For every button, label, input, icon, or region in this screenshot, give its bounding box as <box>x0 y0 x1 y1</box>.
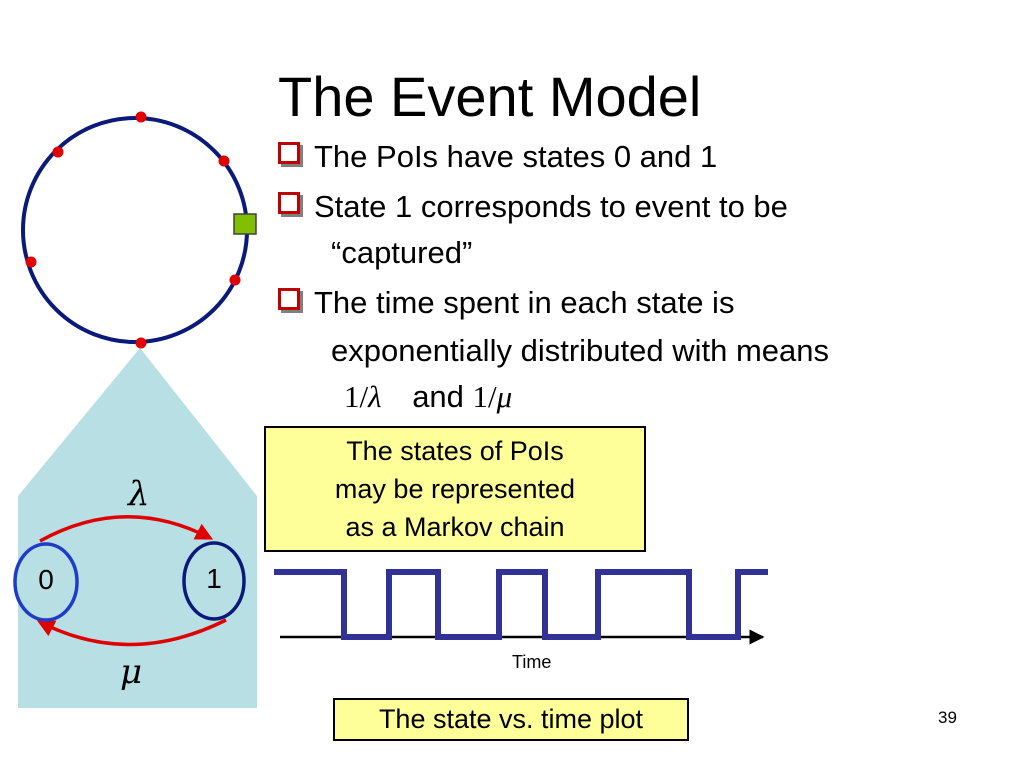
state-0-circle <box>13 542 79 622</box>
checkbox-bullet-icon <box>278 192 300 214</box>
poi-point <box>218 155 230 167</box>
means-line: 1/λ and 1/μ <box>344 374 512 420</box>
state-signal <box>274 569 768 640</box>
bullet-3-continuation: exponentially distributed with means <box>331 333 829 368</box>
slide-title: The Event Model <box>278 65 702 128</box>
mean-lambda: 1/λ <box>344 379 382 414</box>
callout-line: The states of PoIs <box>346 436 564 466</box>
poi-point <box>52 146 64 158</box>
checkbox-bullet-icon <box>278 142 300 164</box>
bullet-1: The PoIs have states 0 and 1 <box>278 134 717 180</box>
state-0-label: 0 <box>38 564 54 595</box>
transition-arrow-forward <box>39 515 214 543</box>
page-number: 39 <box>938 708 957 727</box>
state-1-circle <box>182 541 246 621</box>
markov-chain-background <box>18 348 257 708</box>
checkbox-bullet-icon <box>278 288 300 310</box>
poi-point <box>229 274 241 286</box>
sensor-square <box>233 213 257 235</box>
callout-line: may be represented <box>334 474 576 504</box>
bullet-3: The time spent in each state is <box>278 280 734 326</box>
rate-mu-label: μ <box>120 652 143 692</box>
plot-caption: The state vs. time plot <box>333 698 689 741</box>
rate-lambda-label: λ <box>128 474 150 514</box>
state-1-label: 1 <box>206 563 222 594</box>
poi-point <box>135 111 147 123</box>
bullet-1-text: The PoIs have states 0 and 1 <box>314 139 718 174</box>
means-connector: and <box>412 379 464 414</box>
bullet-2: State 1 corresponds to event to be <box>278 184 788 230</box>
poi-point <box>25 256 37 268</box>
transition-arrow-backward <box>36 618 227 647</box>
bullet-3-text: The time spent in each state is <box>314 285 735 320</box>
markov-callout: The states of PoIs may be represented as… <box>264 426 646 552</box>
poi-point <box>135 337 147 349</box>
mean-mu: 1/μ <box>472 379 513 414</box>
bullet-2-continuation: “captured” <box>331 235 473 270</box>
time-axis-label: Time <box>512 652 552 672</box>
callout-line: as a Markov chain <box>345 512 565 542</box>
bullet-2-text: State 1 corresponds to event to be <box>314 189 788 224</box>
